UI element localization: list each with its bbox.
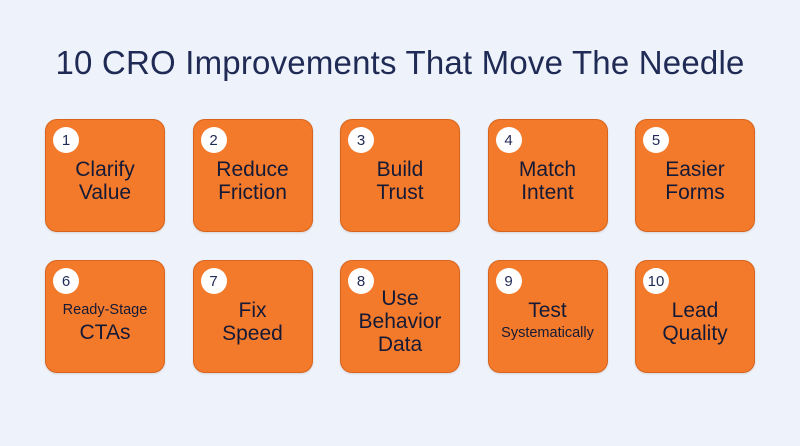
card-reduce-friction: 2 Reduce Friction: [192, 119, 313, 232]
number-badge: 7: [200, 268, 227, 294]
card-match-intent: 4 Match Intent: [487, 119, 608, 232]
card-label-line: Data: [377, 332, 423, 356]
card-label-line: Match: [518, 157, 577, 181]
card-label: Easier Forms: [640, 138, 750, 225]
card-label: Lead Quality: [640, 279, 750, 366]
card-lead-quality: 10 Lead Quality: [635, 260, 755, 373]
number-badge: 2: [200, 127, 227, 153]
number-badge: 8: [348, 268, 374, 294]
card-label: Ready-Stage CTAs: [50, 279, 160, 366]
card-label-line: Fix: [238, 298, 267, 322]
card-label-line: Quality: [662, 321, 728, 345]
card-clarify-value: 1 Clarify Value: [45, 119, 165, 232]
card-test-systematically: 9 Test Systematically: [487, 260, 608, 373]
card-label-line: Build: [376, 157, 424, 181]
card-build-trust: 3 Build Trust: [340, 119, 460, 232]
card-label-line: Ready-Stage: [62, 302, 148, 319]
card-label-line: Test: [528, 299, 567, 323]
number-badge: 9: [495, 268, 522, 294]
card-label-line: CTAs: [79, 320, 131, 344]
number-badge: 1: [53, 127, 79, 153]
card-fix-speed: 7 Fix Speed: [192, 260, 313, 373]
card-label: Test Systematically: [493, 279, 603, 366]
card-label: Clarify Value: [50, 138, 160, 225]
card-label-line: Easier: [665, 157, 725, 181]
card-label-line: Intent: [521, 180, 574, 204]
card-label-line: Reduce: [216, 157, 289, 181]
card-label-line: Systematically: [501, 325, 594, 342]
card-label-line: Clarify: [75, 157, 135, 181]
number-badge: 10: [643, 268, 669, 294]
card-use-behavior-data: 8 Use Behavior Data: [340, 260, 460, 373]
card-label: Use Behavior Data: [345, 279, 455, 366]
card-label-line: Forms: [665, 180, 725, 204]
card-label: Fix Speed: [198, 279, 308, 366]
card-label: Match Intent: [493, 138, 603, 225]
card-label: Build Trust: [345, 138, 455, 225]
card-label-line: Behavior: [358, 310, 442, 334]
number-badge: 5: [643, 127, 669, 153]
card-easier-forms: 5 Easier Forms: [635, 119, 755, 232]
card-label-line: Value: [78, 180, 132, 204]
card-label-line: Speed: [222, 321, 283, 345]
card-ready-stage-ctas: 6 Ready-Stage CTAs: [45, 260, 165, 373]
card-label-line: Trust: [376, 180, 424, 204]
number-badge: 3: [348, 127, 374, 153]
page-title: 10 CRO Improvements That Move The Needle: [55, 44, 745, 81]
number-badge: 4: [495, 127, 522, 153]
card-label-line: Friction: [218, 180, 287, 204]
card-label-line: Use: [381, 287, 419, 311]
card-label: Reduce Friction: [198, 138, 308, 225]
improvements-grid: 1 Clarify Value 2 Reduce Friction 3 Buil…: [45, 119, 755, 373]
card-label-line: Lead: [671, 298, 719, 322]
number-badge: 6: [53, 268, 79, 294]
